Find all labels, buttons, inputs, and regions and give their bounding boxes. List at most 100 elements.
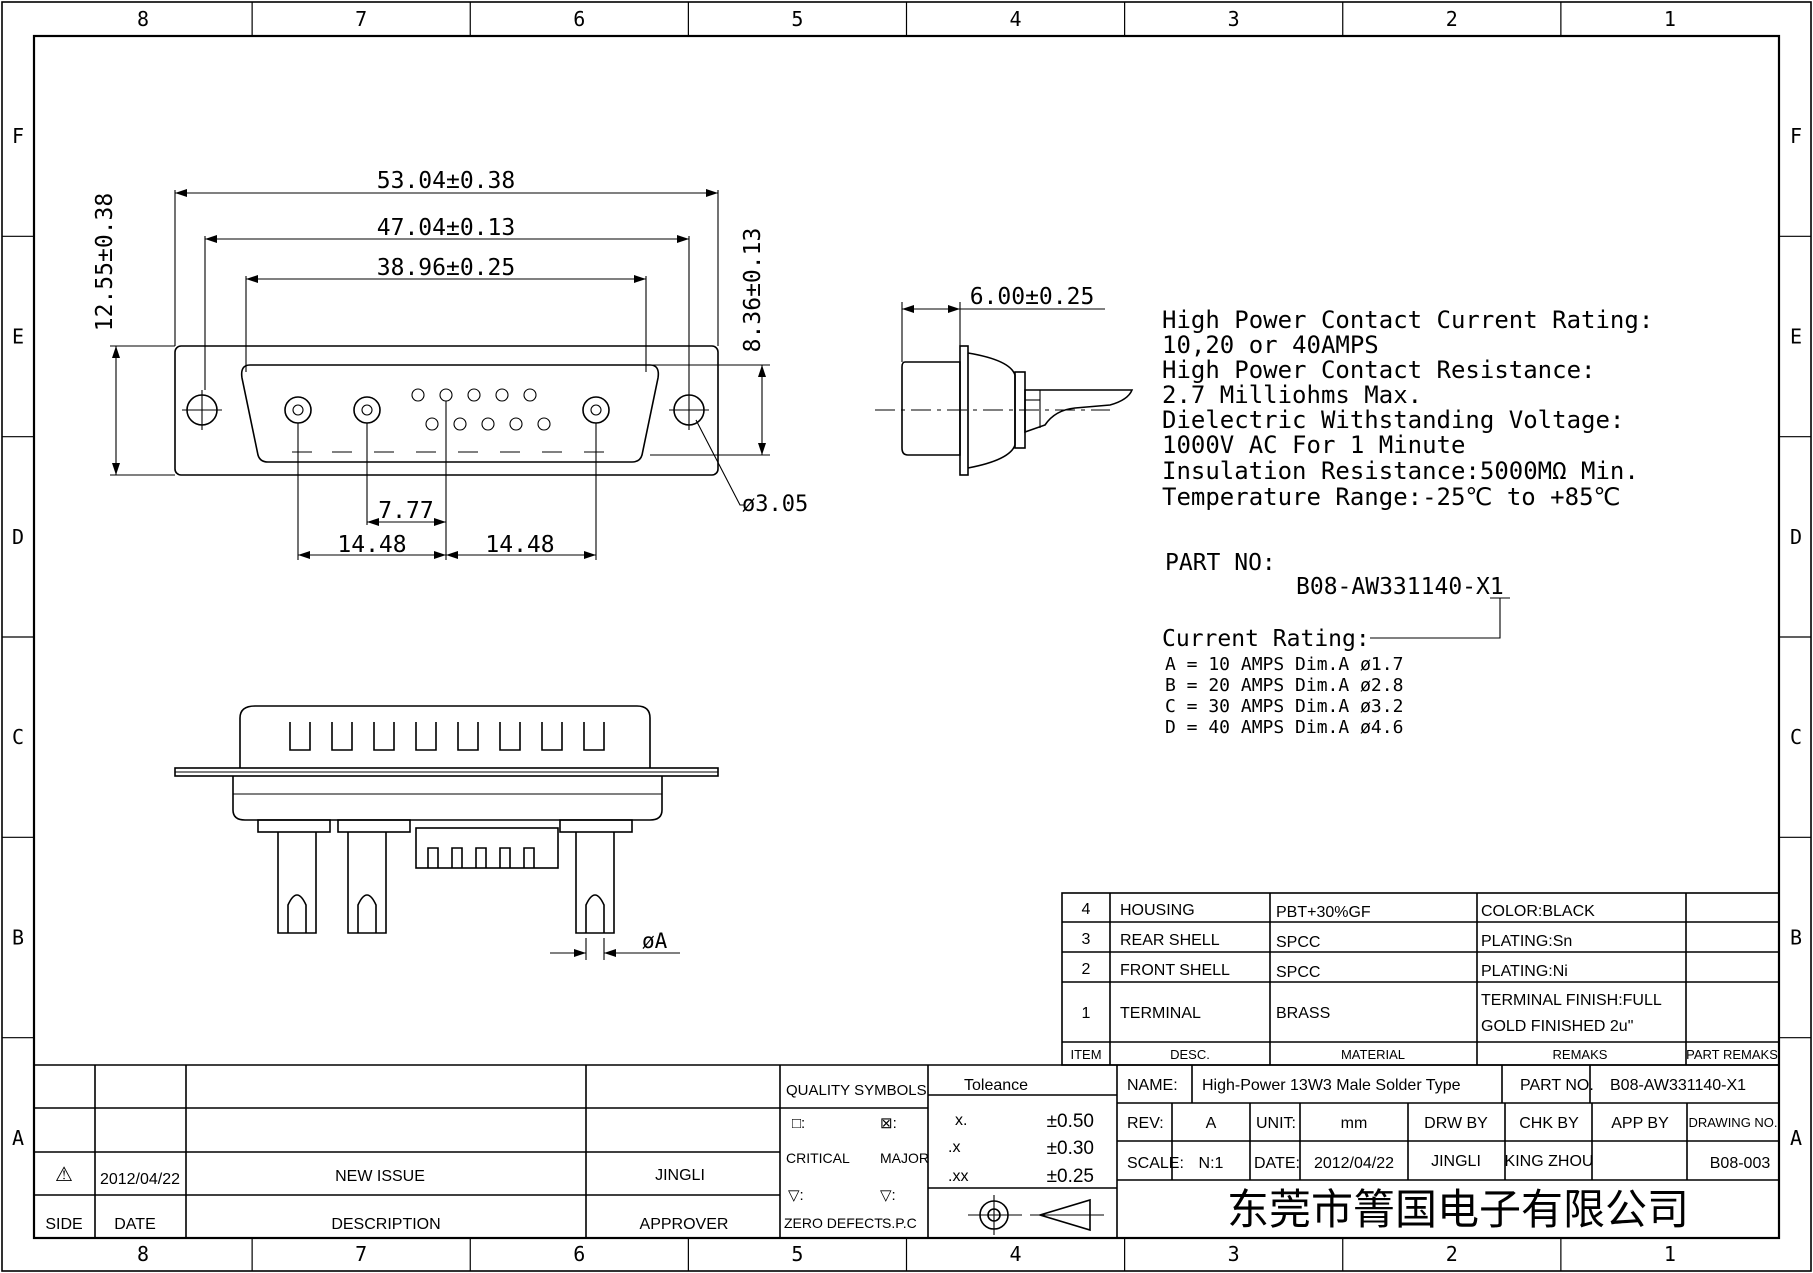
chk-value: KING ZHOU [1505, 1153, 1594, 1170]
scale-label: SCALE: [1127, 1155, 1184, 1172]
zone-col-top: 8 [137, 7, 149, 31]
bom-item-3: 3 [1082, 931, 1091, 948]
bom-material-4: PBT+30%GF [1276, 904, 1371, 921]
scale-value: N:1 [1199, 1155, 1224, 1172]
tolerance-val-3: ±0.25 [1047, 1166, 1094, 1187]
rating-c: C = 30 AMPS Dim.A ø3.2 [1165, 696, 1403, 717]
date-value: 2012/04/22 [1314, 1155, 1394, 1172]
power-contact-2 [353, 396, 381, 424]
rating-a: A = 10 AMPS Dim.A ø1.7 [1165, 654, 1403, 675]
dim-power-pitch-left: 14.48 [337, 532, 406, 558]
bom-desc-4: HOUSING [1120, 902, 1195, 919]
spec-line-1: High Power Contact Current Rating: [1162, 306, 1653, 334]
dim-power-pitch-right: 14.48 [485, 532, 554, 558]
dim-pin-dia: øA [642, 929, 668, 953]
dimension-arrows [112, 189, 766, 559]
projection-symbol-icon [968, 1195, 1104, 1235]
date-label: DATE: [1254, 1155, 1300, 1172]
revision-approver: JINGLI [655, 1167, 705, 1184]
front-view: 53.04±0.38 47.04±0.13 38.96±0.25 12.55±0… [92, 168, 808, 560]
spec-line-2: 10,20 or 40AMPS [1162, 331, 1379, 359]
quality-spc: S.P.C [882, 1215, 917, 1231]
spec-line-8: Temperature Range:-25℃ to +85℃ [1162, 483, 1620, 511]
zone-row-left: D [12, 525, 24, 549]
bom-remark-2: PLATING:Ni [1481, 963, 1568, 980]
bom-header-item: ITEM [1070, 1047, 1101, 1062]
revision-header-side: SIDE [45, 1216, 82, 1233]
bom-desc-2: FRONT SHELL [1120, 962, 1230, 979]
zone-col-bottom: 3 [1228, 1242, 1240, 1266]
zone-col-bottom: 7 [355, 1242, 367, 1266]
bom-item-1: 1 [1082, 1005, 1091, 1022]
major-symbol-icon: ⊠: [880, 1115, 897, 1132]
dim-overall-height: 12.55±0.38 [92, 193, 118, 331]
revision-description: NEW ISSUE [335, 1168, 425, 1185]
dim-hole-pitch: 47.04±0.13 [377, 215, 515, 241]
zone-row-left: A [12, 1126, 24, 1150]
dim-overall-width: 53.04±0.38 [377, 168, 515, 194]
bom-material-1: BRASS [1276, 1005, 1330, 1022]
app-label: APP BY [1611, 1115, 1669, 1132]
zone-row-left: C [12, 725, 24, 749]
side-view: 6.00±0.25 [875, 284, 1134, 476]
bom-desc-1: TERMINAL [1120, 1005, 1201, 1022]
spec-line-7: Insulation Resistance:5000MΩ Min. [1162, 457, 1639, 485]
zone-row-right: A [1790, 1126, 1802, 1150]
tolerance-val-2: ±0.30 [1047, 1138, 1094, 1159]
tolerance-key-3: .xx [948, 1168, 968, 1185]
bom-item-2: 2 [1082, 961, 1091, 978]
dimension-lines [110, 190, 770, 560]
revision-header-approver: APPROVER [640, 1216, 729, 1233]
quality-zero-defect: ZERO DEFECT [784, 1215, 883, 1231]
zone-col-bottom: 6 [573, 1242, 585, 1266]
zone-col-top: 7 [355, 7, 367, 31]
zone-row-right: E [1790, 325, 1802, 349]
zone-col-top: 3 [1228, 7, 1240, 31]
dim-shell-height: 8.36±0.13 [740, 228, 766, 353]
bom-table: 4 HOUSING PBT+30%GF COLOR:BLACK 3 REAR S… [1061, 892, 1780, 1066]
dim-hole-dia: ø3.05 [742, 492, 808, 517]
signal-contacts [411, 388, 551, 431]
spc-symbol-icon: ▽: [880, 1187, 896, 1204]
rev-label: REV: [1127, 1115, 1164, 1132]
quality-critical: CRITICAL [786, 1150, 850, 1166]
rating-d: D = 40 AMPS Dim.A ø4.6 [1165, 717, 1403, 738]
bottom-view: øA [174, 705, 719, 960]
inner-frame [32, 34, 1781, 1240]
zone-col-top: 6 [573, 7, 585, 31]
bom-remark-3: PLATING:Sn [1481, 933, 1572, 950]
unit-value: mm [1341, 1115, 1368, 1132]
dim-side-depth: 6.00±0.25 [970, 284, 1095, 310]
bom-material-2: SPCC [1276, 964, 1320, 981]
zone-row-right: F [1790, 124, 1802, 148]
revision-header-description: DESCRIPTION [331, 1216, 440, 1233]
zone-row-right: D [1790, 525, 1802, 549]
part-no-label: PART NO: [1165, 550, 1276, 576]
drw-label: DRW BY [1424, 1115, 1488, 1132]
revision-header-date: DATE [114, 1216, 155, 1233]
zone-row-left: E [12, 325, 24, 349]
bom-header-part-remarks: PART REMAKS [1686, 1047, 1778, 1062]
bom-header-material: MATERIAL [1341, 1047, 1405, 1062]
bom-remark-4: COLOR:BLACK [1481, 903, 1595, 920]
revision-warning-icon: ⚠ [55, 1164, 73, 1186]
tolerance-val-1: ±0.50 [1047, 1111, 1094, 1132]
bom-header-remarks: REMAKS [1553, 1047, 1608, 1062]
zone-col-bottom: 1 [1664, 1242, 1676, 1266]
unit-label: UNIT: [1256, 1115, 1296, 1132]
bom-desc-3: REAR SHELL [1120, 932, 1220, 949]
revision-date: 2012/04/22 [100, 1171, 180, 1188]
dim-signal-pitch: 7.77 [378, 498, 433, 524]
bom-header-desc: DESC. [1170, 1047, 1210, 1062]
quality-major: MAJOR [880, 1150, 929, 1166]
zone-col-bottom: 5 [791, 1242, 803, 1266]
power-contact-3 [582, 396, 610, 424]
partno-label: PART NO. [1520, 1077, 1594, 1094]
zone-row-left: F [12, 124, 24, 148]
rev-value: A [1206, 1115, 1217, 1132]
spec-line-5: Dielectric Withstanding Voltage: [1162, 406, 1624, 434]
zone-col-top: 5 [791, 7, 803, 31]
tolerance-key-2: .x [948, 1139, 960, 1156]
zone-row-right: B [1790, 926, 1802, 950]
